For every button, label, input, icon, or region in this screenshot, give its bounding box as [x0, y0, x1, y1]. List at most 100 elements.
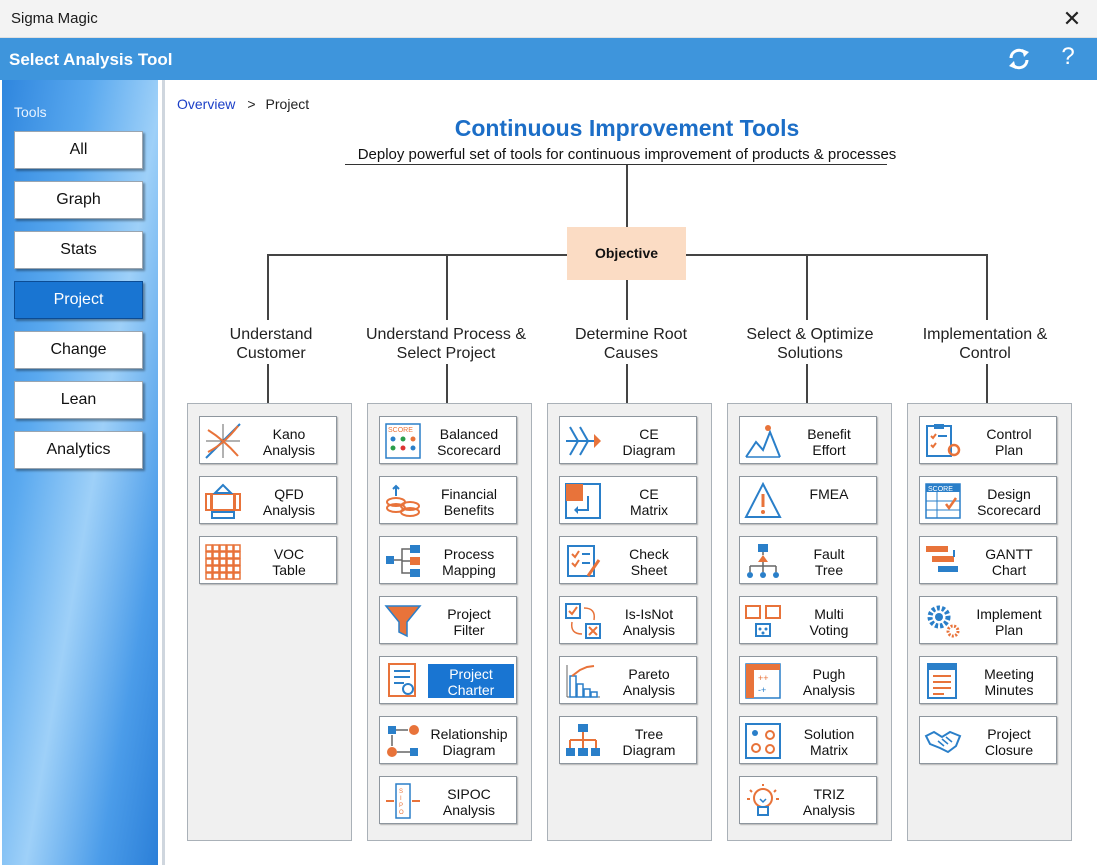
refresh-icon[interactable]	[1006, 46, 1032, 72]
ce-matrix-icon	[564, 482, 602, 520]
tool-button-fmea[interactable]: FMEA	[739, 476, 877, 524]
fishbone-icon	[564, 422, 602, 460]
close-icon[interactable]: ✕	[1062, 6, 1082, 31]
breadcrumb-current: Project	[265, 96, 310, 112]
fault-tree-icon	[744, 542, 782, 580]
relationship-icon	[384, 722, 422, 760]
sidebar-item-analytics[interactable]: Analytics	[14, 431, 143, 469]
gears-icon	[924, 602, 962, 640]
objective-box: Objective	[567, 227, 686, 280]
connector-col1	[267, 254, 269, 320]
help-icon[interactable]: ?	[1061, 43, 1075, 70]
column-heading-line-2: Causes	[603, 345, 659, 362]
tool-label-line-1: Kano	[272, 426, 306, 442]
kano-icon	[204, 422, 242, 460]
column-heading: Understand Process &Select Project	[356, 325, 536, 363]
tool-label-line-2: Sheet	[630, 562, 668, 578]
connector-col5	[986, 254, 988, 320]
tool-label-line-2: Minutes	[984, 682, 1034, 698]
sidebar-item-all[interactable]: All	[14, 131, 143, 169]
svg-text:I: I	[400, 796, 402, 802]
tool-label-line-2: Closure	[984, 742, 1034, 758]
pareto-icon	[564, 662, 602, 700]
tool-label-line-1: Benefit	[807, 426, 851, 442]
process-map-icon	[384, 542, 422, 580]
dialog-header: Select Analysis Tool ?	[0, 38, 1097, 80]
tool-label-line-2: Analysis	[262, 502, 316, 518]
breadcrumb-overview-link[interactable]: Overview	[177, 96, 236, 112]
column-heading-line-1: Understand Process &	[365, 326, 527, 343]
tool-label-line-1: QFD	[274, 486, 304, 502]
pugh-icon: ++-+	[744, 662, 782, 700]
tool-label-line-2: Analysis	[802, 802, 856, 818]
sidebar-item-stats[interactable]: Stats	[14, 231, 143, 269]
column-connector	[986, 364, 988, 403]
tool-label-line-1: CE	[639, 486, 659, 502]
tool-label-line-2: Analysis	[262, 442, 316, 458]
voc-table-icon	[204, 542, 242, 580]
page-title: Continuous Improvement Tools	[454, 115, 800, 141]
sidebar-item-change[interactable]: Change	[14, 331, 143, 369]
connector-col4	[806, 254, 808, 320]
tool-label-line-1: TRIZ	[813, 786, 845, 802]
connector-right	[686, 254, 988, 256]
sidebar-item-graph[interactable]: Graph	[14, 181, 143, 219]
warning-icon	[744, 481, 782, 520]
connector-left	[267, 254, 567, 256]
tool-label-line-1: Financial	[440, 486, 498, 502]
funnel-icon	[384, 602, 422, 640]
column-heading-line-1: Determine Root	[574, 326, 688, 343]
minutes-icon	[924, 662, 962, 700]
sidebar-item-lean[interactable]: Lean	[14, 381, 143, 419]
sidebar-item-project[interactable]: Project	[14, 281, 143, 319]
tool-label-line-1: Pugh	[812, 666, 846, 682]
column-heading: Implementation &Control	[895, 325, 1075, 363]
tool-label-line-1: Implement	[976, 606, 1042, 622]
tool-panel	[187, 403, 352, 841]
tool-label-line-2: Diagram	[622, 442, 676, 458]
tool-label-line-1: Is-IsNot	[624, 606, 674, 622]
tool-label-line-1: SIPOC	[447, 786, 491, 802]
